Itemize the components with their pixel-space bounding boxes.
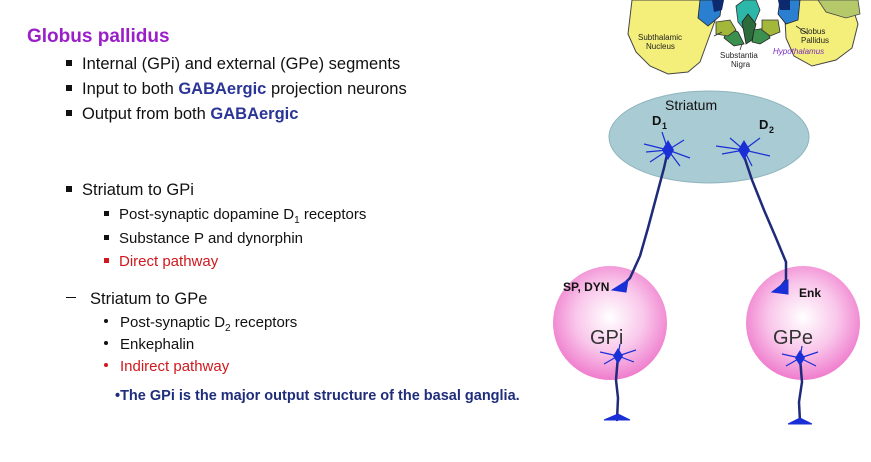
item-text-end: receptors bbox=[230, 314, 298, 331]
gpe-item-enkephalin: Enkephalin bbox=[104, 336, 194, 353]
striatum-ellipse bbox=[608, 90, 810, 184]
dash-icon bbox=[66, 296, 76, 299]
d2-neuron-soma bbox=[738, 140, 750, 160]
bullet-square-icon bbox=[66, 109, 72, 116]
bullet-output: Output from both GABAergic bbox=[66, 105, 298, 124]
item-subscript: 2 bbox=[225, 323, 231, 334]
d1-neuron-soma bbox=[662, 140, 674, 160]
item-text: Indirect pathway bbox=[120, 358, 230, 375]
item-text: Substance P and dynorphin bbox=[119, 230, 304, 247]
axon-to-gpe bbox=[740, 148, 788, 292]
striatum-label: Striatum bbox=[665, 97, 717, 113]
item-text-end: receptors bbox=[299, 206, 367, 223]
nucleus-label: Nucleus bbox=[646, 42, 675, 51]
hypothalamus-label: Hypothalamus bbox=[773, 47, 824, 56]
d2-subscript: 2 bbox=[769, 125, 774, 135]
gpe-item-d2: Post-synaptic D2 receptors bbox=[104, 314, 297, 334]
gpi-item-d1: Post-synaptic dopamine D1 receptors bbox=[104, 206, 366, 226]
d1-label: D bbox=[652, 113, 661, 128]
heading-text: Striatum to GPe bbox=[90, 290, 208, 308]
bullet-segments: Internal (GPi) and external (GPe) segmen… bbox=[66, 55, 400, 74]
enk-label: Enk bbox=[799, 286, 821, 300]
axon-from-gpi bbox=[614, 354, 620, 422]
bullet-input: Input to both GABAergic projection neuro… bbox=[66, 80, 407, 99]
bullet-text: Internal (GPi) and external (GPe) segmen… bbox=[82, 55, 401, 73]
bullet-square-icon bbox=[66, 59, 72, 66]
gpe-item-indirect: Indirect pathway bbox=[104, 358, 229, 375]
axon-from-gpe bbox=[797, 356, 804, 424]
striatal-axons bbox=[614, 148, 804, 424]
subthalamic-label: Subthalamic bbox=[638, 33, 682, 42]
gpi-nucleus bbox=[553, 266, 667, 380]
gpi-item-substance: Substance P and dynorphin bbox=[104, 230, 303, 247]
substantia-label: Substantia bbox=[720, 51, 758, 60]
pallidus-label: Pallidus bbox=[801, 36, 829, 45]
brain-section-image: Subthalamic Nucleus Substantia Nigra Glo… bbox=[627, 0, 861, 75]
bullet-square-icon bbox=[104, 210, 109, 216]
item-text: Post-synaptic D bbox=[120, 314, 226, 331]
bullet-square-icon bbox=[104, 257, 109, 263]
d2-label: D bbox=[759, 117, 768, 132]
conclusion-text: •The GPi is the major output structure o… bbox=[115, 388, 520, 404]
gpi-section-heading: Striatum to GPi bbox=[66, 181, 194, 200]
globus-label: Globus bbox=[800, 27, 825, 36]
gpi-label: GPi bbox=[590, 327, 623, 349]
axon-terminals bbox=[603, 278, 813, 425]
gpe-section-heading: Striatum to GPe bbox=[66, 290, 207, 309]
heading-text: Striatum to GPi bbox=[82, 181, 194, 199]
bullet-text-end: projection neurons bbox=[266, 80, 407, 98]
bullet-dot-icon bbox=[104, 363, 108, 368]
slide-title: Globus pallidus bbox=[27, 26, 170, 47]
gpi-item-direct: Direct pathway bbox=[104, 253, 218, 270]
gpe-nucleus bbox=[746, 266, 860, 380]
bullet-dot-icon bbox=[104, 319, 108, 324]
gpi-neuron-soma bbox=[613, 348, 623, 364]
bullet-dot-icon bbox=[104, 341, 108, 346]
axon-to-gpi bbox=[620, 148, 670, 288]
nigra-label: Nigra bbox=[731, 60, 751, 69]
bullet-text: Output from both bbox=[82, 105, 211, 123]
bullet-square-icon bbox=[104, 234, 109, 240]
gpe-neuron-soma bbox=[795, 350, 805, 366]
bullet-highlight: GABAergic bbox=[210, 105, 299, 123]
item-text: Enkephalin bbox=[120, 336, 195, 353]
item-text: Direct pathway bbox=[119, 253, 219, 270]
item-text: Post-synaptic dopamine D bbox=[119, 206, 295, 223]
sp-dyn-label: SP, DYN bbox=[563, 280, 609, 294]
item-subscript: 1 bbox=[294, 215, 300, 226]
bullet-square-icon bbox=[66, 84, 72, 91]
bullet-square-icon bbox=[66, 185, 72, 192]
d1-subscript: 1 bbox=[662, 121, 667, 131]
bullet-text: Input to both bbox=[82, 80, 179, 98]
striatal-neurons bbox=[599, 131, 819, 367]
gpe-label: GPe bbox=[773, 327, 813, 349]
bullet-highlight: GABAergic bbox=[178, 80, 267, 98]
